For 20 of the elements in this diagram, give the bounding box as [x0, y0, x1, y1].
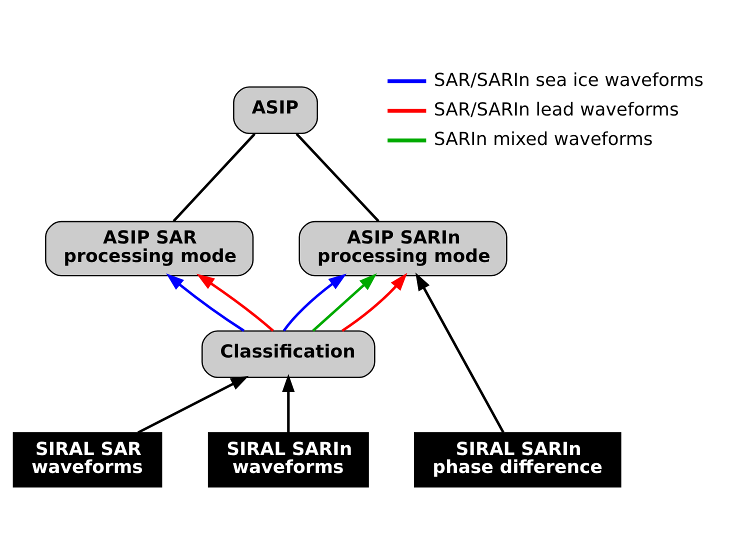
connector	[296, 132, 380, 222]
node-box: Classification	[201, 330, 376, 378]
node-box: SIRAL SAR waveforms	[12, 432, 162, 487]
arrow	[282, 373, 295, 432]
arrow	[137, 375, 249, 434]
node-box: SIRAL SARIn phase difference	[414, 432, 622, 487]
node-box: ASIP SARIn processing mode	[298, 220, 508, 276]
arrow	[415, 272, 504, 433]
node-box: ASIP	[233, 86, 318, 134]
legend-label: SAR/SARIn sea ice waveforms	[434, 69, 704, 90]
legend-label: SARIn mixed waveforms	[434, 128, 653, 150]
arrow	[342, 272, 408, 332]
node-box: SIRAL SARIn waveforms	[208, 432, 369, 487]
arrow	[196, 273, 274, 332]
connector	[172, 132, 256, 222]
node-box: ASIP SAR processing mode	[45, 220, 254, 276]
arrow	[166, 272, 245, 332]
arrow	[312, 272, 377, 332]
arrow	[282, 273, 347, 332]
legend-label: SAR/SARIn lead waveforms	[434, 99, 679, 120]
